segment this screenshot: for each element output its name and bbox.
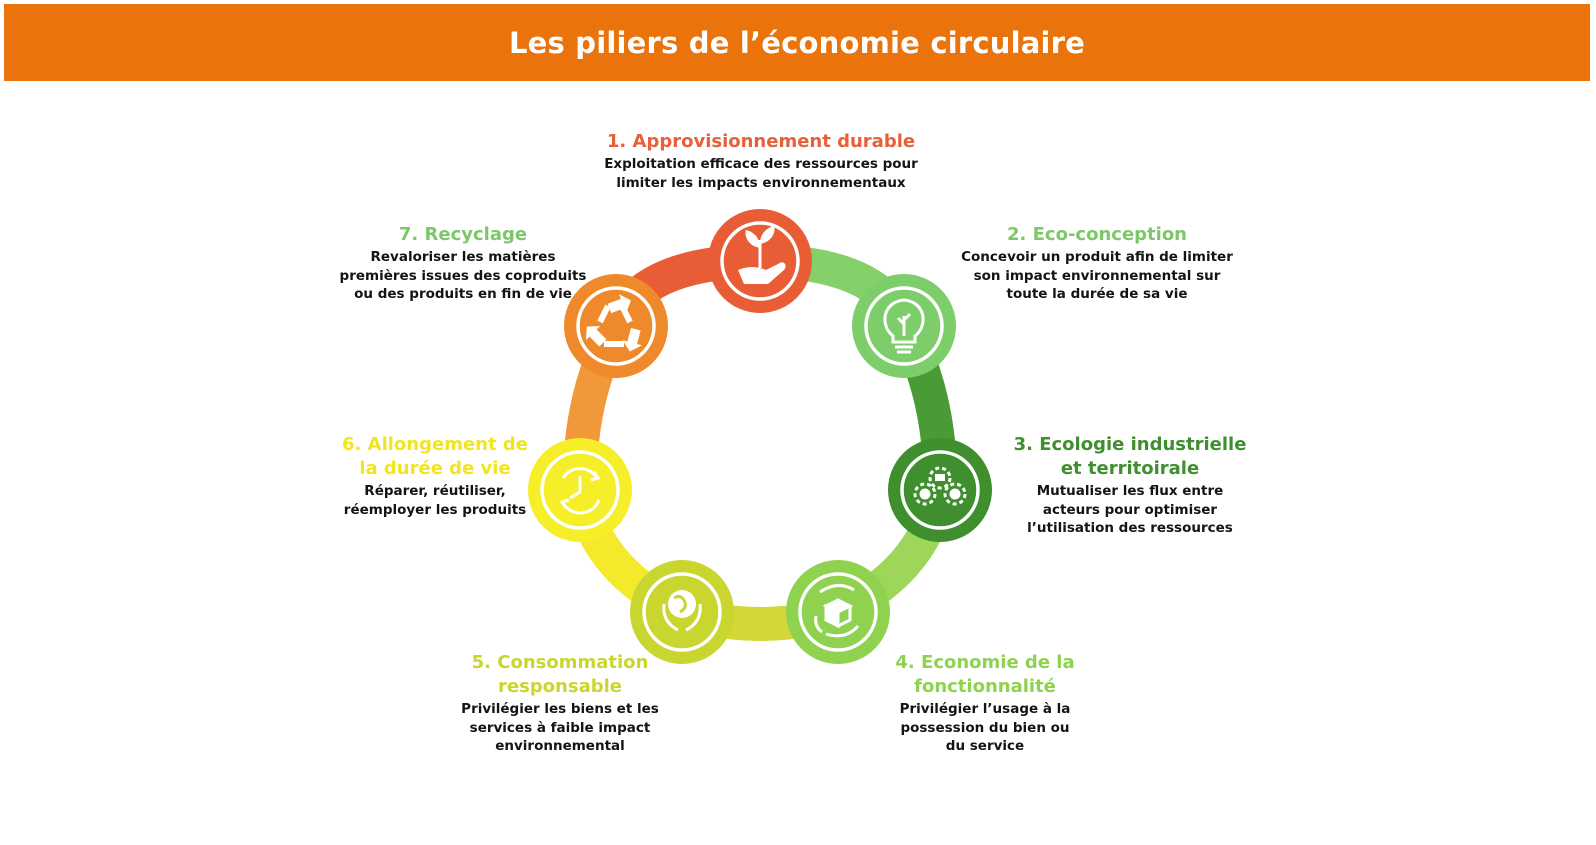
pillar-text-2: 2. Eco-conception Concevoir un produit a…: [952, 223, 1242, 304]
description-line: Concevoir un produit afin de limiter: [961, 249, 1233, 265]
description-line: limiter les impacts environnementaux: [616, 174, 906, 191]
description-line: ou des produits en fin de vie: [354, 286, 572, 302]
pillar-title: 5. Consommation responsable: [471, 652, 649, 697]
hands-globe-icon: [662, 590, 702, 632]
pillar-title: 3. Ecologie industrielle et territoirale: [1013, 434, 1247, 479]
description-line: Exploitation efficace des ressources pou…: [604, 156, 918, 172]
pillar-text-3: 3. Ecologie industrielle et territoirale…: [1005, 433, 1255, 538]
pillar-description: Revaloriser les matières premières issue…: [318, 248, 608, 304]
pillar-node-1: [708, 209, 812, 313]
description-line: réemployer les produits: [343, 501, 527, 518]
pillar-node-4: [786, 560, 890, 664]
lightbulb-leaf-icon: [883, 298, 925, 354]
description-line: Revaloriser les matières: [370, 249, 556, 265]
pillar-description: Privilégier l’usage à la possession du b…: [870, 700, 1100, 756]
description-line: possession du bien ou: [900, 719, 1070, 736]
pillar-title: 4. Economie de la fonctionnalité: [895, 652, 1075, 697]
pillar-title: 1. Approvisionnement durable: [606, 131, 916, 152]
pillar-text-7: 7. Recyclage Revaloriser les matières pr…: [318, 223, 608, 304]
pillar-description: Privilégier les biens et les services à …: [450, 700, 670, 756]
recycle-icon: [579, 291, 646, 355]
pillar-title: 7. Recyclage: [398, 224, 528, 245]
description-line: environnemental: [495, 738, 625, 754]
header-banner: Les piliers de l’économie circulaire: [4, 4, 1590, 81]
description-line: acteurs pour optimiser: [1042, 501, 1218, 518]
description-line: Réparer, réutiliser,: [364, 483, 506, 499]
pillar-text-5: 5. Consommation responsable Privilégier …: [450, 651, 670, 756]
pillar-node-7: [564, 274, 668, 378]
description-line: son impact environnemental sur: [973, 267, 1221, 284]
pillar-text-1: 1. Approvisionnement durable Exploitatio…: [571, 130, 951, 192]
description-line: premières issues des coproduits: [339, 267, 587, 284]
hand-plant-icon: [738, 226, 786, 284]
pillar-text-6: 6. Allongement de la durée de vie Répare…: [330, 433, 540, 519]
pillar-node-6: [528, 438, 632, 542]
pillar-node-2: [852, 274, 956, 378]
pillar-node-3: [888, 438, 992, 542]
pillar-description: Mutualiser les flux entre acteurs pour o…: [1005, 482, 1255, 538]
clock-cycle-icon: [559, 467, 601, 515]
description-line: l’utilisation des ressources: [1027, 520, 1233, 536]
pillar-title: 2. Eco-conception: [1007, 224, 1187, 245]
pillar-description: Exploitation efficace des ressources pou…: [571, 155, 951, 192]
description-line: toute la durée de sa vie: [1006, 286, 1188, 302]
pillar-description: Concevoir un produit afin de limiter son…: [952, 248, 1242, 304]
description-line: Privilégier les biens et les: [461, 701, 659, 717]
description-line: du service: [945, 738, 1025, 754]
pillar-description: Réparer, réutiliser, réemployer les prod…: [330, 482, 540, 519]
description-line: Mutualiser les flux entre: [1036, 483, 1224, 499]
description-line: Privilégier l’usage à la: [899, 701, 1071, 717]
pillar-title: 6. Allongement de la durée de vie: [342, 434, 528, 479]
pillar-node-5: [630, 560, 734, 664]
pillar-text-4: 4. Economie de la fonctionnalité Privilé…: [870, 651, 1100, 756]
factory-gears-icon: [913, 466, 967, 506]
box-cycle-icon: [814, 584, 860, 638]
description-line: services à faible impact: [469, 719, 651, 736]
page-title: Les piliers de l’économie circulaire: [508, 25, 1086, 60]
